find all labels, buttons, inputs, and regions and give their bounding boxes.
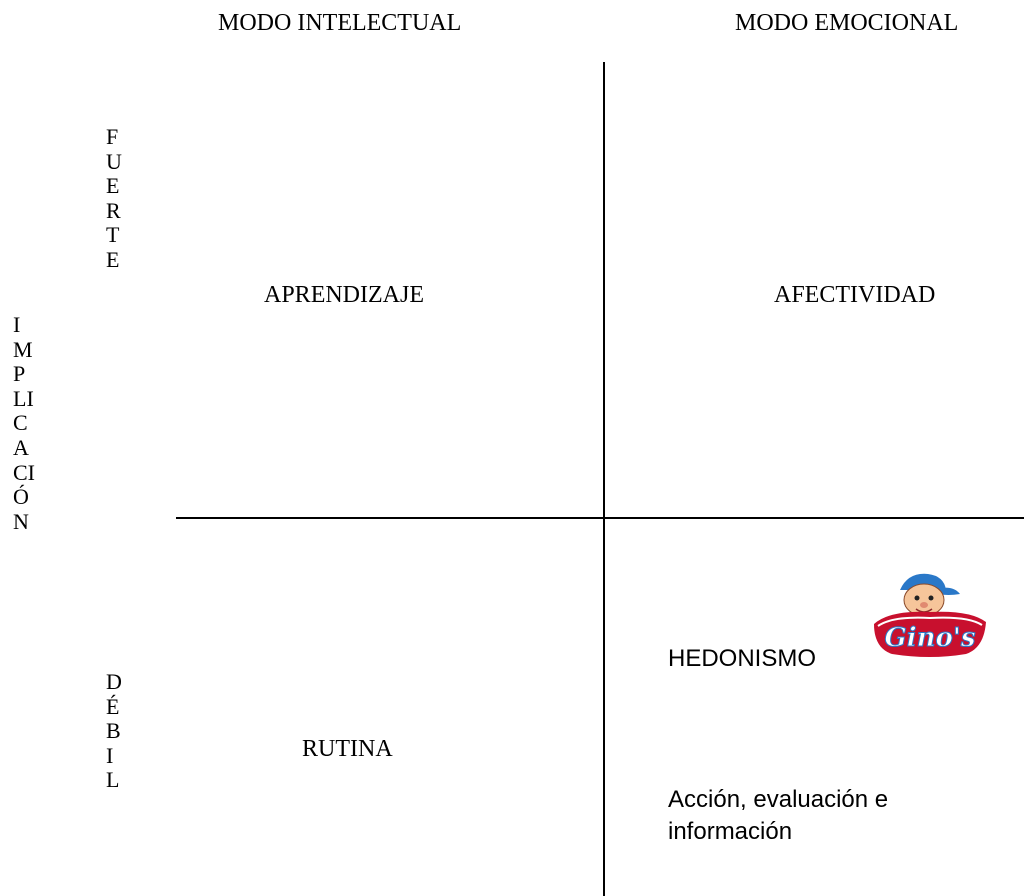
letter: P [13, 361, 26, 387]
letter: C [13, 410, 28, 436]
quadrant-aprendizaje: APRENDIZAJE [264, 282, 424, 308]
letter: T [106, 222, 120, 248]
quadrant-afectividad: AFECTIVIDAD [774, 282, 936, 308]
letter: I [106, 742, 114, 768]
horizontal-axis-line [176, 517, 1024, 519]
hedonismo-description: Acción, evaluación e información [668, 784, 888, 848]
axis-label-fuerte: F U E R T E [106, 124, 122, 273]
letter: L [106, 767, 120, 793]
logo-banner [874, 611, 986, 657]
vertical-axis-line [603, 62, 605, 896]
letter: B [106, 718, 121, 744]
letter: E [106, 173, 120, 199]
letter: U [106, 148, 122, 174]
letter: N [13, 508, 29, 534]
letter: Ó [13, 484, 29, 510]
ginos-logo: Gino's [874, 573, 986, 657]
logo-face [903, 583, 945, 617]
logo-wordmark: Gino's [885, 623, 976, 653]
axis-label-implicacion: I M P LI C A CI Ó N [13, 312, 35, 534]
quadrant-rutina: RUTINA [302, 736, 393, 762]
letter: D [106, 669, 122, 694]
letter: CI [13, 459, 35, 485]
letter: LI [13, 385, 34, 411]
description-line: Acción, evaluación e [668, 786, 889, 813]
letter: I [13, 312, 21, 337]
header-modo-emocional: MODO EMOCIONAL [735, 10, 959, 36]
letter: F [106, 124, 119, 149]
letter: E [106, 246, 120, 272]
header-modo-intelectual: MODO INTELECTUAL [218, 10, 462, 36]
letter: R [106, 197, 121, 223]
letter: É [106, 693, 120, 719]
letter: A [13, 434, 29, 460]
axis-label-debil: D É B I L [106, 669, 122, 793]
letter: M [13, 336, 33, 362]
description-line: información [668, 818, 793, 845]
quadrant-hedonismo: HEDONISMO [668, 645, 817, 672]
